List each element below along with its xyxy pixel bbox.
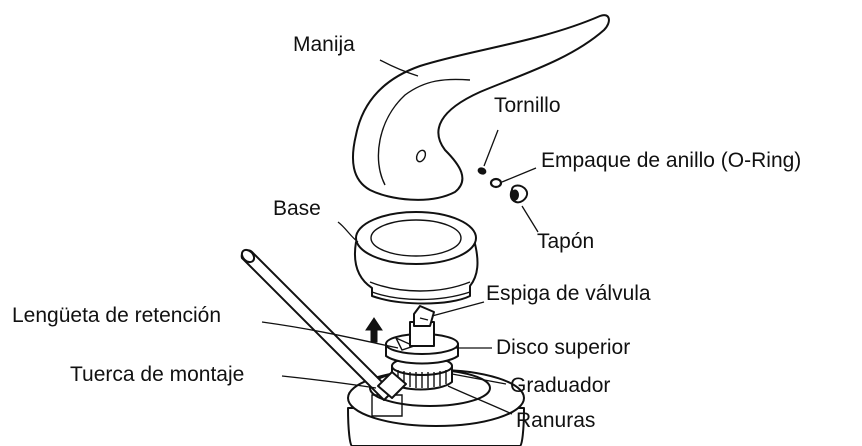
label-oring: Empaque de anillo (O-Ring) (541, 149, 801, 172)
label-top-disc: Disco superior (496, 336, 630, 359)
screw-part (477, 167, 487, 175)
label-valve-stem: Espiga de válvula (486, 282, 651, 305)
label-base: Base (273, 197, 321, 220)
label-cap: Tapón (537, 230, 594, 253)
label-mounting-nut: Tuerca de montaje (70, 363, 244, 386)
handle-part (351, 14, 610, 201)
cap-part (509, 184, 528, 204)
leader-lines (261, 59, 539, 415)
oring-part (489, 177, 503, 189)
up-arrow-icon (365, 317, 383, 343)
label-grooves: Ranuras (516, 409, 595, 432)
label-handle: Manija (293, 33, 355, 56)
tool-rod (240, 248, 407, 401)
label-retaining-tab: Lengüeta de retención (12, 304, 221, 327)
base-part (354, 211, 479, 305)
label-screw: Tornillo (494, 94, 561, 117)
label-limiter: Graduador (510, 374, 610, 397)
